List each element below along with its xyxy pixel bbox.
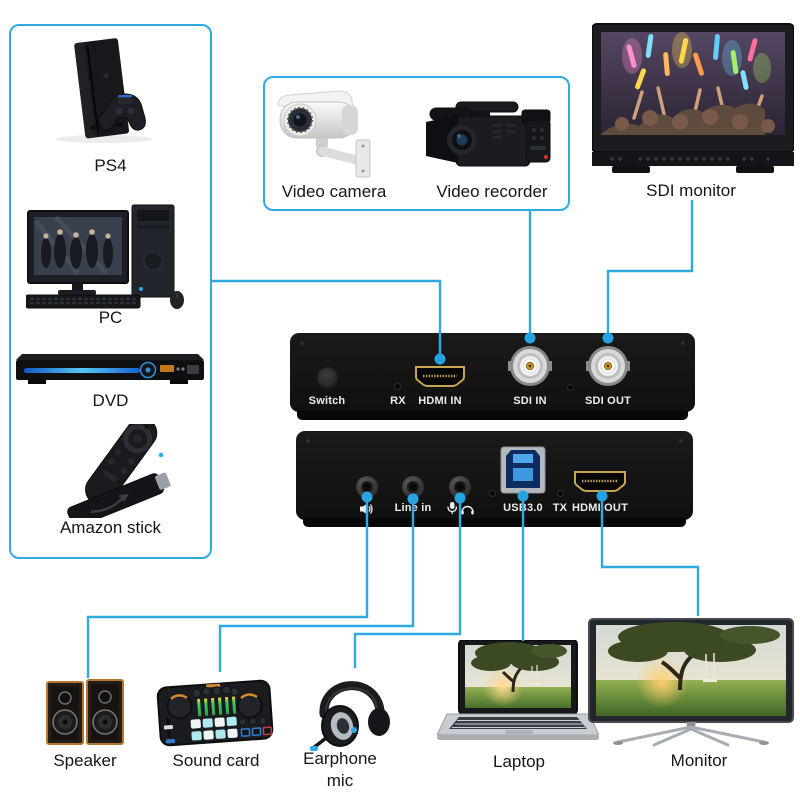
sdi-monitor-label: SDI monitor	[646, 181, 736, 200]
switch-button[interactable]	[318, 368, 337, 387]
line-in-jack[interactable]	[402, 476, 424, 498]
switch-label: Switch	[308, 395, 346, 407]
ps4-image	[42, 36, 167, 154]
earphone-mic-image	[310, 666, 396, 752]
audio-out-jack[interactable]	[356, 476, 378, 498]
sdi-out-label: SDI OUT	[584, 395, 632, 407]
rx-label: RX	[390, 395, 406, 407]
earphone-label-line2: mic	[326, 771, 354, 790]
monitor-label: Monitor	[670, 751, 728, 770]
wire-sdi-monitor-to-sdi-out	[606, 200, 694, 338]
line-in-label: Line in	[394, 502, 432, 514]
dvd-player-image	[14, 348, 206, 392]
converter-front-panel	[290, 333, 695, 412]
hdmi-out-label: HDMI OUT	[572, 502, 628, 514]
pc-image	[25, 203, 186, 309]
speaker-image	[45, 678, 125, 748]
mic-headphone-icon	[447, 502, 474, 515]
rx-led	[395, 384, 400, 389]
usb3-label: USB3.0	[503, 502, 543, 514]
ps4-label: PS4	[94, 156, 127, 175]
amazon-stick-image	[48, 417, 192, 528]
converter-front-panel-base	[297, 411, 688, 420]
tx-led	[558, 491, 563, 496]
video-camera-image	[274, 84, 392, 184]
laptop-label: Laptop	[493, 752, 545, 771]
monitor-image	[588, 618, 794, 750]
sdi-in-port[interactable]	[508, 344, 552, 388]
video-camera-label: Video camera	[281, 182, 387, 201]
hdmi-out-port[interactable]	[572, 470, 628, 493]
hdmi-in-port[interactable]	[413, 365, 467, 388]
converter-rear-panel-base	[303, 518, 686, 527]
status-led	[568, 385, 573, 390]
sdi-monitor-image	[591, 22, 795, 174]
usb3-port[interactable]	[500, 446, 546, 494]
tx-label: TX	[552, 502, 568, 514]
dvd-label: DVD	[92, 391, 129, 410]
earphone-label-line1: Earphone	[303, 749, 377, 768]
video-recorder-label: Video recorder	[436, 182, 548, 201]
mic-headphone-jack[interactable]	[449, 476, 471, 498]
speaker-label: Speaker	[53, 751, 117, 770]
sound-card-image	[156, 672, 274, 750]
amazon-stick-label: Amazon stick	[59, 518, 162, 537]
sound-card-label: Sound card	[172, 751, 260, 770]
sdi-in-label: SDI IN	[513, 395, 547, 407]
pc-label: PC	[98, 308, 123, 327]
hdmi-in-label: HDMI IN	[418, 395, 462, 407]
video-recorder-image	[426, 100, 558, 180]
speaker-volume-icon	[360, 503, 374, 515]
converter-rear-panel	[296, 431, 693, 520]
sdi-out-port[interactable]	[586, 344, 630, 388]
rear-led	[490, 491, 495, 496]
laptop-image	[436, 639, 600, 744]
